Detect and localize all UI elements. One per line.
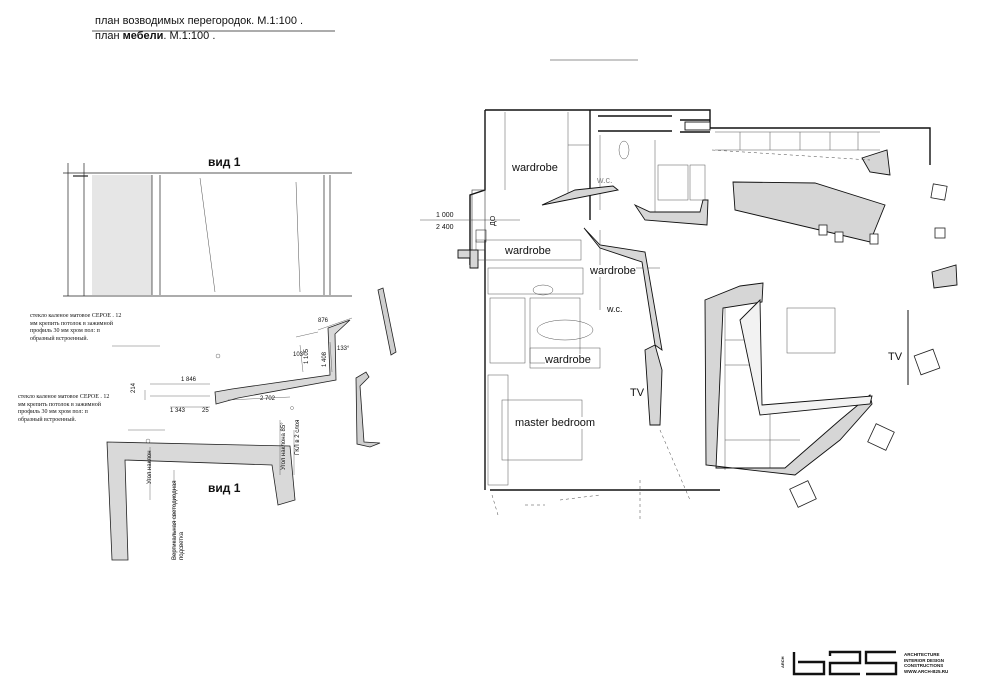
dim-do: ДО — [490, 215, 497, 226]
room-wardrobe-right: wardrobe — [590, 265, 636, 277]
dim-133: 133° — [337, 346, 350, 352]
logo-mark — [792, 650, 898, 676]
dim-1105: 1 105 — [304, 348, 310, 364]
logo-line-url: WWW.ARCH-B25.RU — [904, 668, 949, 674]
title-bold: мебели — [122, 30, 164, 42]
furniture-plan-dashes — [491, 149, 871, 520]
partition-plan — [106, 287, 397, 561]
view1-label-top: вид 1 — [208, 155, 241, 169]
dim-1000: 1 000 — [436, 212, 454, 219]
glass-note-upper: стекло каленое матовое СЕРОЕ . 12 мм кре… — [30, 313, 122, 342]
dim-103: 103° — [293, 352, 306, 358]
sheet-title-furniture: план мебели. М.1:100 . — [95, 30, 215, 42]
dim-1343: 1 343 — [170, 408, 186, 414]
elevation-view — [63, 163, 352, 297]
room-wardrobe-bottom: wardrobe — [545, 354, 591, 366]
room-wardrobe-mid: wardrobe — [505, 245, 551, 257]
logo-line-interior: INTERIOR DESIGN — [904, 657, 945, 663]
room-tv-left: TV — [630, 387, 645, 399]
logo-text: ARCHITECTURE INTERIOR DESIGN CONSTRUCTIO… — [904, 652, 960, 674]
room-master-bedroom: master bedroom — [515, 417, 596, 429]
view1-label-bottom: вид 1 — [208, 481, 241, 495]
dim-25: 25 — [202, 408, 209, 414]
logo-line-constructions: CONSTRUCTIONS — [904, 663, 944, 668]
vlabel-gkl: ГКЛ в 2 слоя — [295, 419, 301, 455]
dim-876: 876 — [318, 318, 329, 324]
partition-plan-lines — [112, 317, 353, 560]
glass-note-lower: стекло каленое матовое СЕРОЕ . 12 мм кре… — [18, 394, 110, 423]
company-logo: ARCH ARCHITECTURE INTERIOR DESIGN CONSTR… — [780, 650, 960, 678]
dim-2400: 2 400 — [436, 224, 454, 231]
logo-side-text: ARCH — [780, 656, 785, 668]
dim-2702: 2 702 — [260, 396, 276, 402]
sheet-title-partitions: план возводимых перегородок. М.1:100 . — [95, 15, 304, 27]
dim-214: 214 — [131, 382, 137, 393]
logo-line-architecture: ARCHITECTURE — [904, 652, 940, 657]
title-prefix: план — [95, 30, 123, 42]
title-suffix: . М.1:100 . — [163, 30, 216, 42]
vlabel-ugol-85: Угол наклона 85° — [281, 422, 287, 470]
dim-1408: 1 408 — [322, 351, 328, 367]
furniture-plan-chairs — [789, 183, 948, 508]
dim-1846: 1 846 — [181, 377, 197, 383]
furniture-plan-rooms — [471, 189, 487, 251]
vlabel-vertical-led: Вертикальная светодиодная подсветка — [172, 480, 185, 560]
furniture-plan-thin — [420, 112, 909, 486]
room-tv-right: TV — [888, 351, 903, 363]
room-wardrobe-top: wardrobe — [512, 162, 558, 174]
room-wc-right: w.c. — [607, 304, 623, 314]
room-wc-top: w.c. — [597, 175, 613, 185]
furniture-plan-grey — [457, 121, 958, 476]
vlabel-ugol-naklon: Угол наклон — [147, 450, 153, 484]
